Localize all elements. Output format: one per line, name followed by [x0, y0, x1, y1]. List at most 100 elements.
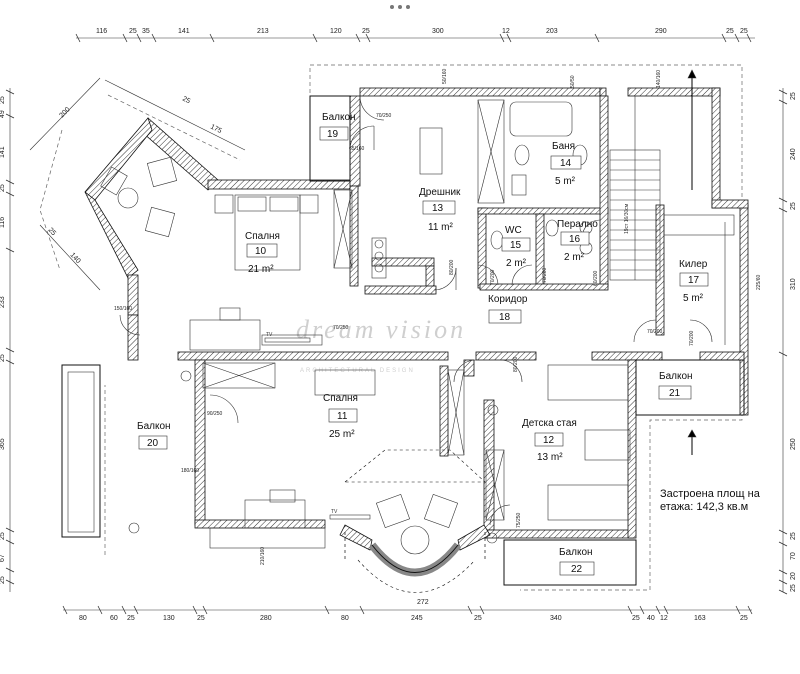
- svg-text:Балкон: Балкон: [559, 547, 593, 558]
- svg-text:Баня: Баня: [552, 141, 575, 152]
- svg-text:13 m²: 13 m²: [537, 452, 563, 463]
- svg-text:Балкон: Балкон: [322, 112, 356, 123]
- svg-text:2 m²: 2 m²: [506, 258, 527, 269]
- tv-markers: TV TV: [264, 332, 371, 520]
- svg-text:35: 35: [142, 28, 150, 35]
- svg-text:13: 13: [432, 203, 444, 214]
- svg-text:60/200: 60/200: [593, 270, 599, 286]
- watermark: dream vision ARCHITECTURAL DESIGN: [296, 315, 466, 374]
- watermark-subtext: ARCHITECTURAL DESIGN: [300, 368, 415, 374]
- svg-text:140: 140: [69, 252, 82, 265]
- svg-text:67: 67: [0, 554, 6, 562]
- svg-text:25: 25: [362, 28, 370, 35]
- room-storage-17: Килер 17 5 m²: [679, 259, 709, 304]
- svg-text:22: 22: [571, 564, 583, 575]
- furniture: [100, 101, 631, 555]
- balcony-outlines: [61, 95, 745, 586]
- svg-text:25: 25: [726, 28, 734, 35]
- svg-text:12: 12: [502, 28, 510, 35]
- svg-text:180/160: 180/160: [181, 468, 199, 474]
- svg-text:245: 245: [411, 615, 423, 622]
- svg-text:70/250: 70/250: [333, 325, 349, 331]
- svg-text:5 m²: 5 m²: [683, 293, 704, 304]
- svg-text:Спалня: Спалня: [245, 231, 280, 242]
- svg-text:140/160: 140/160: [656, 70, 662, 88]
- svg-text:80: 80: [79, 615, 87, 622]
- room-corridor-18: Коридор 18: [488, 294, 528, 324]
- svg-text:25: 25: [129, 28, 137, 35]
- svg-text:70: 70: [790, 552, 797, 560]
- svg-text:70/200: 70/200: [647, 329, 663, 335]
- svg-text:25: 25: [0, 184, 6, 192]
- door-labels: 70/250 65/160 80/200 70/200 70/200 60/20…: [114, 68, 762, 565]
- room-bedroom-11: Спалня 11 25 m²: [323, 393, 358, 440]
- svg-text:120: 120: [330, 28, 342, 35]
- svg-text:141: 141: [178, 28, 190, 35]
- tv-label: TV: [331, 509, 338, 515]
- svg-text:25: 25: [474, 615, 482, 622]
- svg-text:12: 12: [660, 615, 668, 622]
- svg-text:20: 20: [147, 438, 159, 449]
- svg-text:Спалня: Спалня: [323, 393, 358, 404]
- svg-text:11: 11: [337, 411, 348, 422]
- room-closet-13: Дрешник 13 11 m²: [419, 187, 461, 233]
- tv-label: TV: [266, 332, 273, 338]
- svg-text:21: 21: [669, 388, 681, 399]
- svg-text:15: 15: [510, 240, 522, 251]
- room-balcony-20: Балкон 20: [137, 421, 171, 450]
- svg-text:365: 365: [0, 438, 6, 450]
- wardrobes: [202, 99, 735, 521]
- svg-text:250: 250: [790, 438, 797, 450]
- svg-text:16: 16: [569, 234, 581, 245]
- dimension-bottom: 80 60 25 130 25 280 80 245 25 340 25 40 …: [62, 599, 753, 622]
- svg-text:203: 203: [546, 28, 558, 35]
- bay-dimension: 272: [417, 599, 429, 606]
- svg-text:80/200: 80/200: [513, 356, 519, 372]
- svg-text:21 m²: 21 m²: [248, 264, 274, 275]
- svg-text:5 m²: 5 m²: [555, 176, 576, 187]
- more-options-icon[interactable]: [388, 3, 412, 11]
- svg-text:70/250: 70/250: [376, 113, 392, 119]
- svg-text:WC: WC: [505, 225, 522, 236]
- svg-text:25 m²: 25 m²: [329, 429, 355, 440]
- svg-text:Балкон: Балкон: [659, 371, 693, 382]
- room-labels: Балкон 19 Спалня 10 21 m² Дрешник 13 11 …: [137, 112, 709, 576]
- room-balcony-22: Балкон 22: [559, 547, 595, 576]
- svg-text:Перално: Перално: [557, 219, 598, 230]
- svg-text:19: 19: [327, 129, 339, 140]
- watermark-text: dream vision: [296, 315, 466, 344]
- svg-text:70/200: 70/200: [490, 269, 496, 285]
- svg-text:49: 49: [0, 110, 6, 118]
- room-balcony-19: Балкон 19: [319, 112, 356, 141]
- svg-text:70/200: 70/200: [542, 267, 548, 283]
- staircase: [609, 69, 697, 455]
- svg-text:14: 14: [560, 158, 572, 169]
- svg-text:25: 25: [197, 615, 205, 622]
- room-bathroom-14: Баня 14 5 m²: [550, 141, 582, 187]
- svg-text:300: 300: [432, 28, 444, 35]
- svg-text:225/60: 225/60: [756, 274, 762, 290]
- svg-text:240: 240: [790, 148, 797, 160]
- svg-text:116: 116: [96, 28, 107, 35]
- svg-text:213: 213: [257, 28, 269, 35]
- doors: [119, 95, 713, 526]
- svg-text:етажа: 142,3 кв.м: етажа: 142,3 кв.м: [660, 501, 748, 513]
- svg-text:Дрешник: Дрешник: [419, 187, 461, 198]
- svg-text:17: 17: [688, 275, 700, 286]
- room-balcony-21: Балкон 21: [658, 371, 693, 400]
- bay-window: [344, 449, 486, 593]
- dimension-top: 116 25 35 141 213 120 25 300 12 203 290 …: [75, 28, 755, 43]
- svg-text:25: 25: [47, 227, 57, 238]
- svg-text:Застроена площ на: Застроена площ на: [660, 488, 761, 500]
- svg-text:60: 60: [110, 615, 118, 622]
- dimension-left: 25 49 141 25 116 233 25 365 25 67 25: [0, 88, 15, 592]
- svg-text:25: 25: [0, 96, 6, 104]
- svg-text:141: 141: [0, 146, 6, 158]
- svg-text:50/160: 50/160: [442, 68, 448, 84]
- svg-text:25: 25: [790, 532, 797, 540]
- svg-text:310: 310: [790, 278, 797, 290]
- svg-text:80: 80: [341, 615, 349, 622]
- svg-text:130: 130: [163, 615, 175, 622]
- svg-text:340: 340: [550, 615, 562, 622]
